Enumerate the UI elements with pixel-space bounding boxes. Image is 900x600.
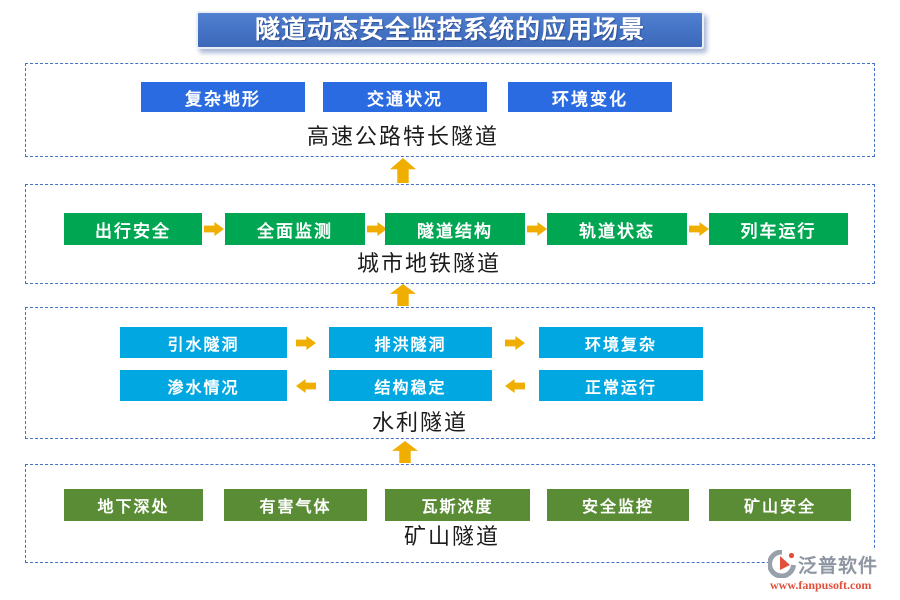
node-flood-discharge-tunnel: 排洪隧洞 — [329, 327, 492, 358]
section-metro-tunnel: 出行安全 全面监测 隧道结构 轨道状态 列车运行 城市地铁隧道 — [25, 184, 875, 284]
logo-website-link[interactable]: www.fanpusoft.com — [770, 578, 872, 592]
node-normal-operation: 正常运行 — [539, 370, 703, 401]
node-traffic-condition: 交通状况 — [323, 82, 487, 112]
right-arrow-icon — [689, 222, 709, 236]
node-environment-change: 环境变化 — [508, 82, 672, 112]
node-structural-stability: 结构稳定 — [329, 370, 492, 401]
right-arrow-icon — [527, 222, 547, 236]
node-harmful-gas: 有害气体 — [224, 489, 367, 521]
right-arrow-icon — [505, 336, 525, 350]
node-deep-underground: 地下深处 — [64, 489, 203, 521]
node-complex-terrain: 复杂地形 — [141, 82, 305, 112]
section-label-mine: 矿山隧道 — [403, 524, 501, 549]
section-water-tunnel: 引水隧洞 排洪隧洞 环境复杂 渗水情况 结构稳定 正常运行 水利隧道 — [25, 307, 875, 439]
node-complex-environment: 环境复杂 — [539, 327, 703, 358]
node-seepage-condition: 渗水情况 — [120, 370, 287, 401]
section-label-highway: 高速公路特长隧道 — [306, 124, 500, 149]
node-travel-safety: 出行安全 — [64, 213, 202, 245]
node-train-operation: 列车运行 — [709, 213, 848, 245]
node-safety-monitoring: 安全监控 — [547, 489, 689, 521]
logo-brand-text: 泛普软件 — [798, 555, 879, 577]
node-full-monitoring: 全面监测 — [225, 213, 365, 245]
node-diversion-tunnel: 引水隧洞 — [120, 327, 287, 358]
right-arrow-icon — [204, 222, 224, 236]
node-track-status: 轨道状态 — [547, 213, 687, 245]
node-gas-concentration: 瓦斯浓度 — [385, 489, 530, 521]
section-label-water: 水利隧道 — [371, 410, 469, 435]
section-mine-tunnel: 地下深处 有害气体 瓦斯浓度 安全监控 矿山安全 矿山隧道 — [25, 464, 875, 563]
up-arrow-icon — [390, 284, 416, 306]
fanpu-logo-icon — [768, 550, 796, 578]
section-highway-tunnel: 复杂地形 交通状况 环境变化 高速公路特长隧道 — [25, 63, 875, 157]
left-arrow-icon — [505, 379, 525, 393]
diagram-title: 隧道动态安全监控系统的应用场景 — [196, 11, 704, 49]
fanpu-logo[interactable]: 泛普软件 www.fanpusoft.com — [768, 550, 898, 593]
section-label-metro: 城市地铁隧道 — [356, 251, 502, 276]
left-arrow-icon — [296, 379, 316, 393]
node-mine-safety: 矿山安全 — [709, 489, 851, 521]
right-arrow-icon — [296, 336, 316, 350]
node-tunnel-structure: 隧道结构 — [385, 213, 525, 245]
up-arrow-icon — [390, 158, 416, 183]
up-arrow-icon — [392, 441, 418, 463]
right-arrow-icon — [367, 222, 387, 236]
